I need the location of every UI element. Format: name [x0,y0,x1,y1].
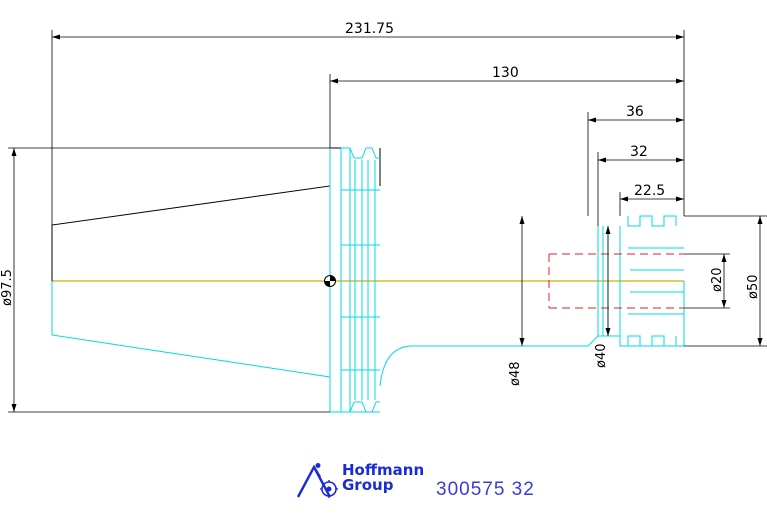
dim-dia-97-5: ø97.5 [0,269,15,306]
dim-overall-length: 231.75 [345,21,394,37]
dim-length-32: 32 [630,144,648,160]
brand-line-2: Group [342,476,394,494]
brand-line-1: Hoffmann [342,461,425,479]
title-block: Hoffmann Group 300575 32 [296,463,596,503]
dimension-lines [8,30,767,413]
center-mark [324,275,336,287]
dim-length-22-5: 22.5 [634,183,665,199]
hoffmann-logo-icon [296,463,338,498]
dim-dia-40: ø40 [594,344,609,369]
brand-name: Hoffmann Group [342,463,424,493]
upper-profile [51,147,381,281]
lower-profile [51,147,685,413]
dim-dia-48: ø48 [508,362,523,387]
dim-dia-20: ø20 [710,268,725,293]
dim-dia-50: ø50 [746,275,761,300]
dim-length-36: 36 [626,104,644,120]
dim-length-130: 130 [492,65,519,81]
hidden-bore [548,253,684,309]
arrowheads [11,34,763,412]
part-number: 300575 32 [436,479,535,500]
